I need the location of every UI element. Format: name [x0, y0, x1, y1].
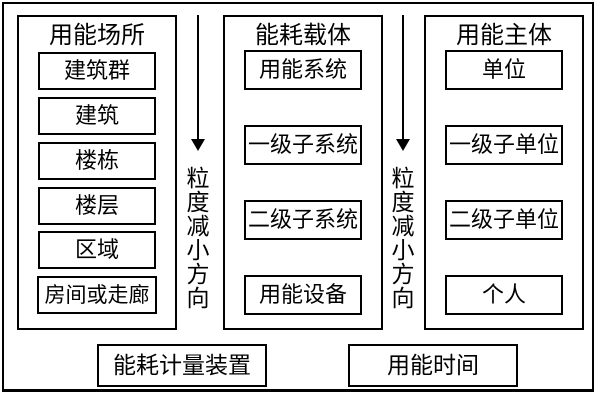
- granularity-direction-label: 粒度减小方向: [388, 166, 413, 310]
- node-level2-subsystem: 二级子系统: [244, 200, 362, 240]
- column-energy-subjects-title: 用能主体: [456, 23, 552, 49]
- column-energy-carriers: 能耗载体 用能系统 一级子系统 二级子系统 用能设备: [223, 15, 383, 330]
- column-energy-places: 用能场所 建筑群 建筑 楼栋 楼层 区域 房间或走廊: [17, 15, 177, 330]
- node-building: 建筑: [38, 97, 156, 135]
- node-level1-subunit: 一级子单位: [445, 125, 563, 165]
- column-energy-places-title: 用能场所: [49, 23, 145, 49]
- node-unit: 单位: [445, 50, 563, 90]
- down-arrow-shaft: [402, 15, 404, 139]
- column-energy-carriers-title: 能耗载体: [255, 23, 351, 49]
- node-floor: 楼层: [38, 187, 156, 225]
- down-arrow-head: [191, 139, 205, 151]
- granularity-direction-label: 粒度减小方向: [183, 166, 208, 310]
- node-room-or-corridor: 房间或走廊: [37, 276, 157, 314]
- node-level2-subunit: 二级子单位: [445, 200, 563, 240]
- node-building-block: 楼栋: [38, 142, 156, 180]
- node-individual: 个人: [445, 275, 563, 315]
- energy-use-time-box: 用能时间: [348, 344, 518, 387]
- down-arrow-head: [396, 139, 410, 151]
- node-building-cluster: 建筑群: [38, 52, 156, 90]
- node-level1-subsystem: 一级子系统: [244, 125, 362, 165]
- column-energy-subjects: 用能主体 单位 一级子单位 二级子单位 个人: [424, 15, 584, 330]
- node-energy-equipment: 用能设备: [244, 275, 362, 315]
- down-arrow-shaft: [197, 15, 199, 139]
- metering-device-box: 能耗计量装置: [97, 344, 267, 387]
- node-zone: 区域: [38, 231, 156, 269]
- outer-frame: [2, 2, 594, 392]
- node-energy-system: 用能系统: [244, 50, 362, 90]
